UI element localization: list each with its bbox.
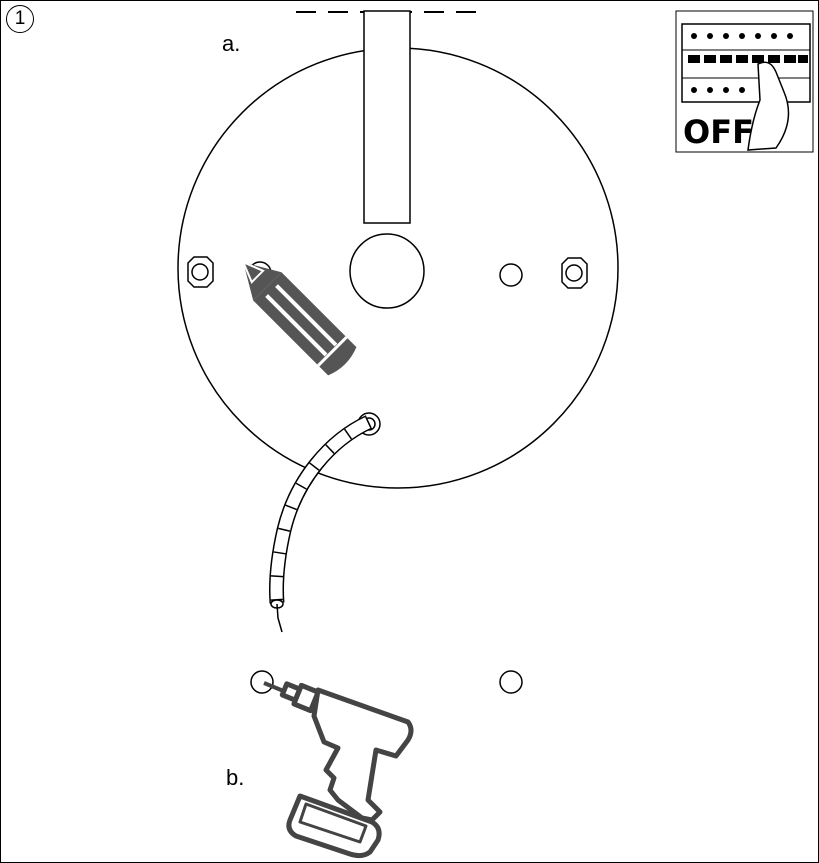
center-hole: [349, 233, 425, 309]
step-number: 1: [14, 8, 26, 29]
screw-right: [561, 257, 588, 289]
pole: [363, 10, 411, 224]
drill-icon: [263, 681, 414, 859]
step-number-badge: 1: [6, 5, 34, 33]
drill-hole-left: [250, 670, 274, 694]
screw-left: [187, 256, 214, 288]
switch-state-text: OFF: [683, 113, 754, 151]
power-cable: [269, 415, 373, 633]
label-b: b.: [226, 765, 245, 790]
label-a: a.: [222, 31, 241, 56]
drill-hole-right: [499, 670, 523, 694]
circuit-breaker-icon: OFF: [675, 10, 814, 153]
pencil-icon: [241, 260, 357, 376]
mounting-hole-right: [499, 263, 523, 287]
